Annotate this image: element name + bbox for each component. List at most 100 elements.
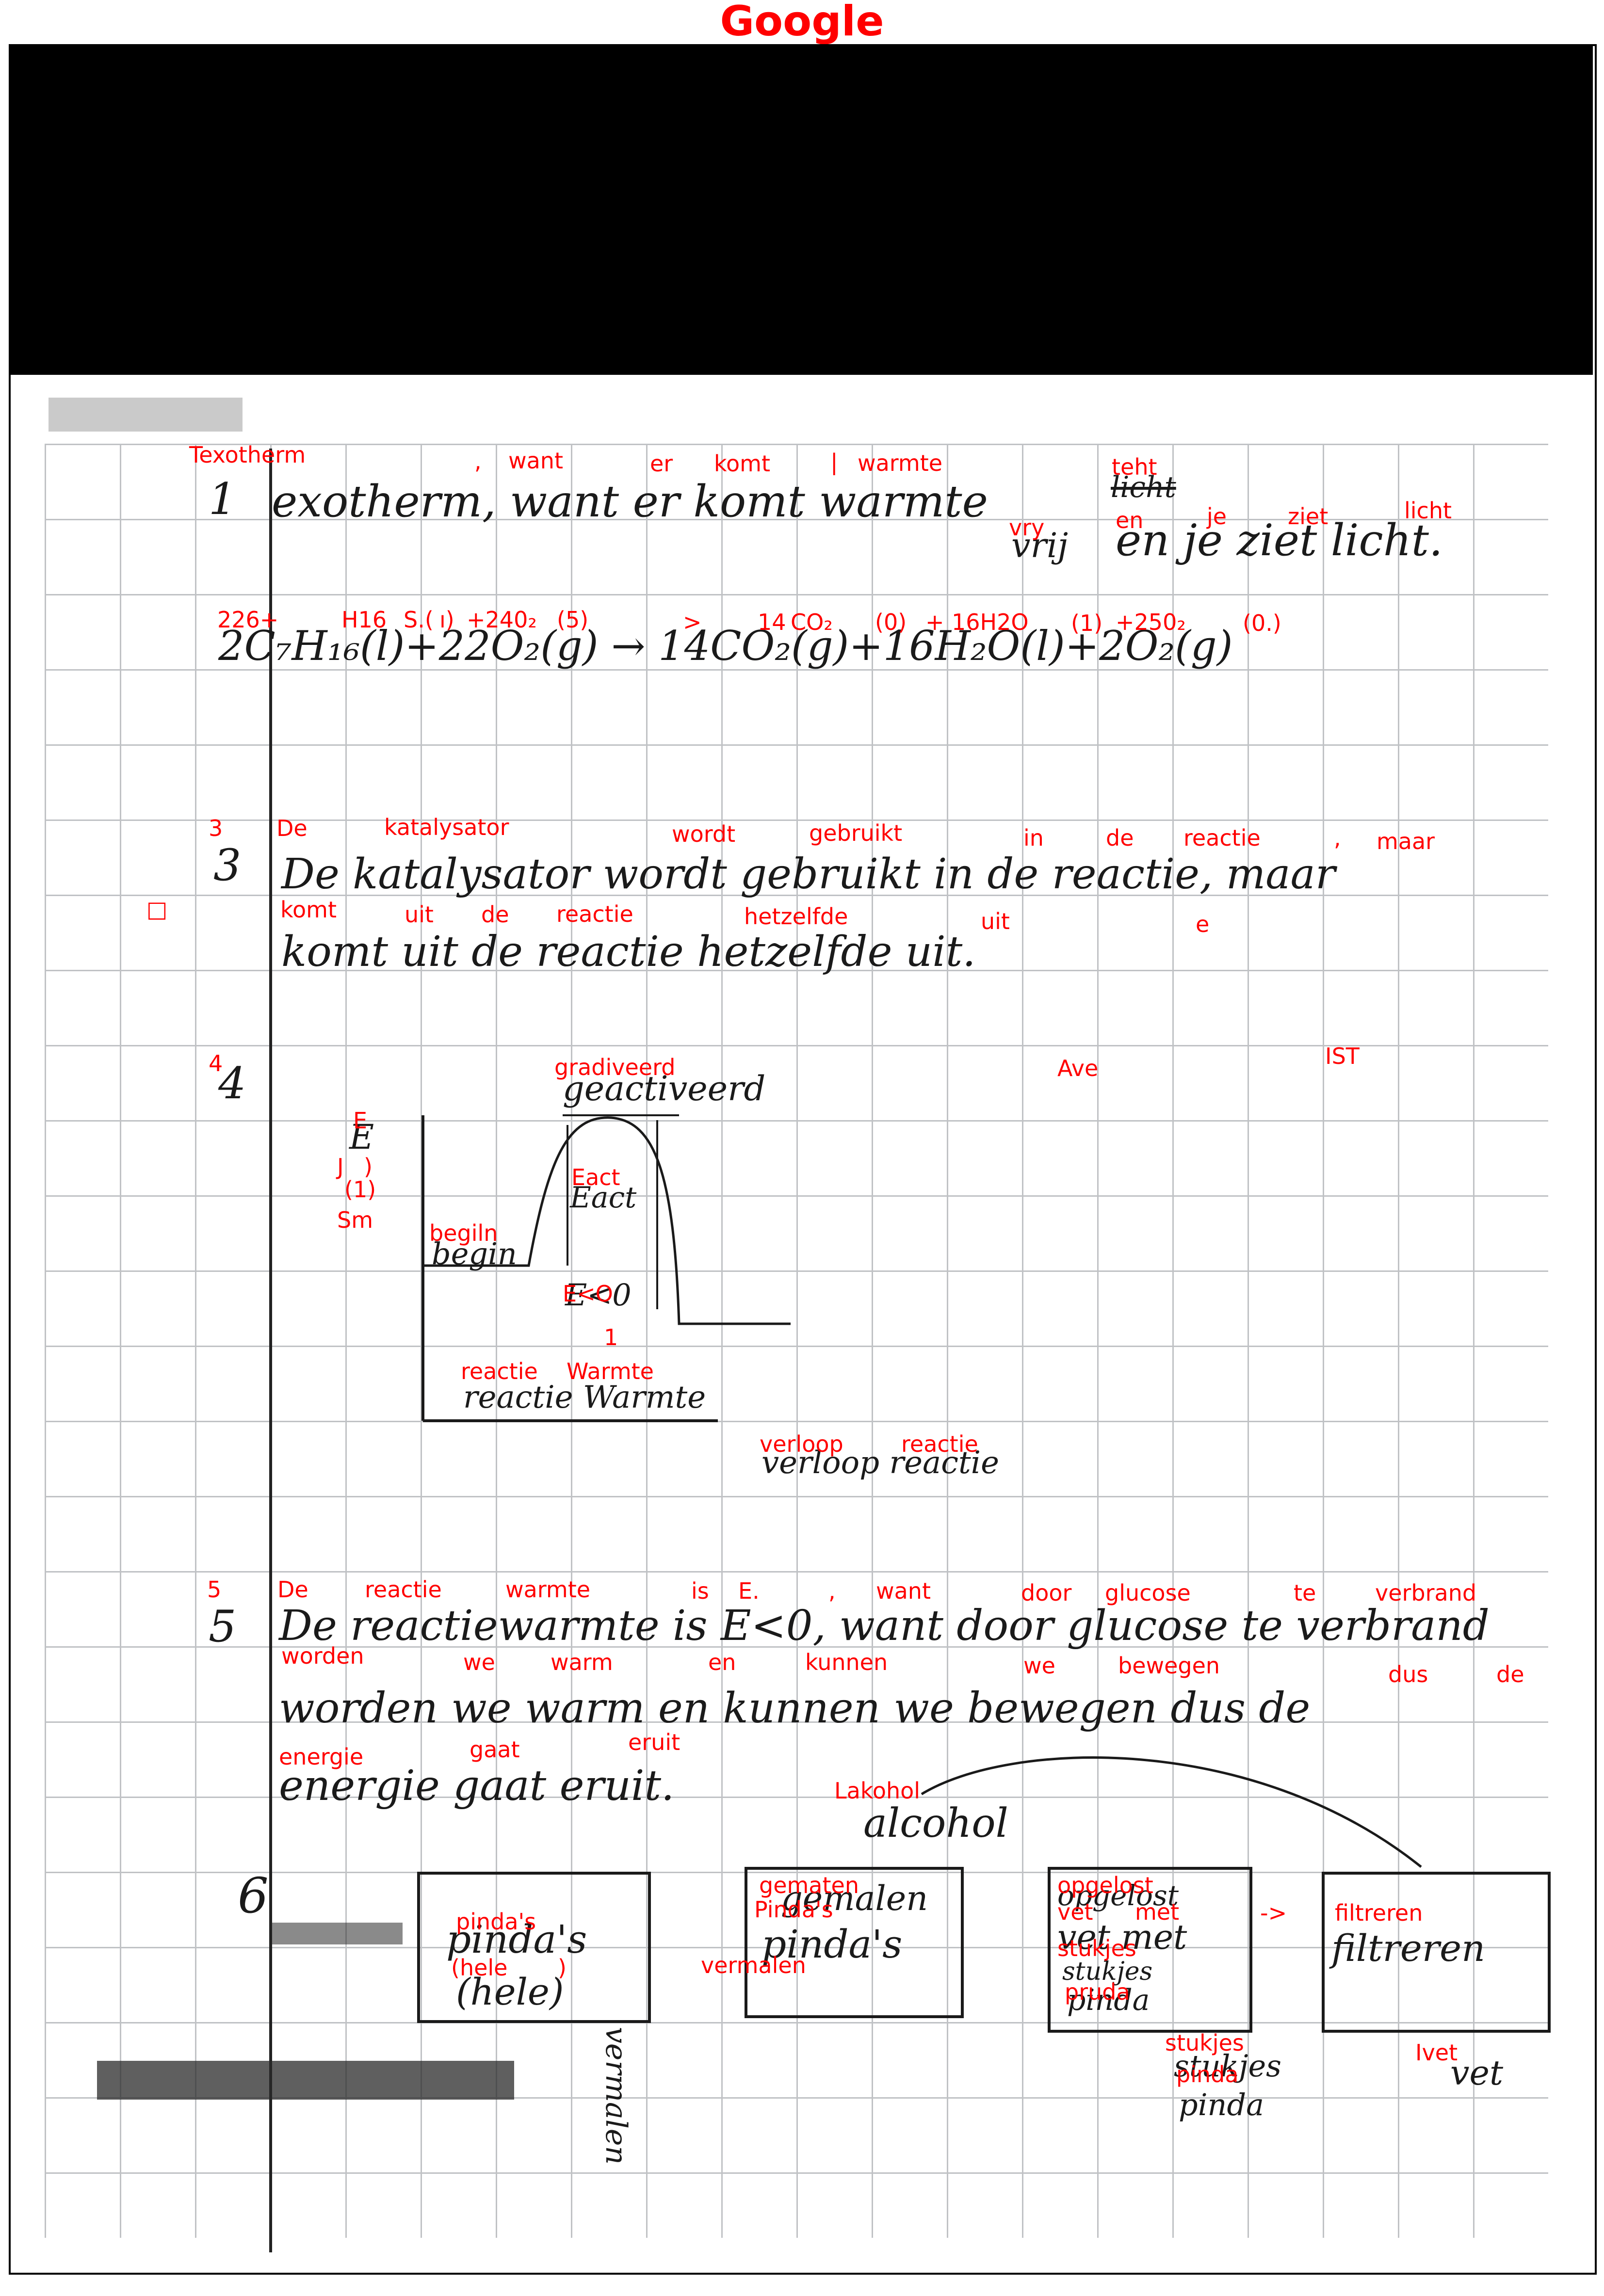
ocr-label: te [1294,1580,1316,1606]
ocr-label: E<O [563,1281,613,1307]
process-box-pindas [417,1872,651,2023]
ocr-label: opgelost [1057,1872,1153,1898]
ocr-label: 16H2O [952,609,1029,635]
handwritten-vrij: vrij [1011,526,1069,565]
ocr-label: ziet [1288,503,1329,530]
ocr-label: Ivet [1415,2039,1458,2066]
handwritten-number-4: 4 [218,1058,246,1109]
ocr-label: 4 [209,1050,223,1076]
ocr-label: is [691,1578,709,1604]
ocr-label: De [277,1576,308,1603]
handwritten-pindas-2: pinda's [761,1922,903,1967]
handwritten-geactiveerd: geactiveerd [563,1069,766,1108]
handwritten-pinda-1: pinda [1067,1983,1150,2017]
ocr-label: bewegen [1118,1653,1220,1679]
ocr-label: Ave [1057,1055,1099,1081]
ocr-label: 1 [604,1324,618,1350]
ocr-label: 3 [209,815,223,841]
ocr-label: de [1106,825,1134,851]
ocr-label: warm [551,1649,613,1675]
ocr-label: IST [1325,1043,1360,1069]
handwritten-number-5: 5 [209,1601,237,1652]
ocr-label: want [876,1578,931,1604]
process-box-gemalen [745,1867,964,2018]
ocr-label: De [276,815,308,841]
ocr-label: want [508,448,564,474]
ocr-label: gematen [759,1872,859,1898]
ocr-label: warmte [505,1576,591,1603]
scribble-crossed-out [97,2061,514,2100]
handwritten-number-3: 3 [213,840,242,891]
handwritten-opgelost: opgelost [1057,1879,1179,1912]
ocr-label: door [1021,1580,1072,1606]
handwritten-line-3a: De katalysator wordt gebruikt in de reac… [281,850,1335,899]
handwritten-gemalen: gemalen [781,1879,928,1918]
energy-curve [423,1116,791,1325]
ocr-label: warmte [858,450,943,476]
ocr-label: ) [558,1955,567,1981]
ocr-label: (1) [1071,610,1103,636]
ocr-label: de [1496,1661,1524,1687]
ocr-label: dus [1388,1661,1428,1687]
ocr-label: eruit [628,1729,680,1755]
handwritten-vet: vet [1450,2053,1504,2093]
ocr-label: (5) [557,607,589,633]
ocr-label: (0) [875,609,907,635]
ocr-label: e [1196,911,1210,937]
ocr-label: je [1207,503,1227,530]
handwritten-line-1: exotherm, want er komt warmte [272,476,988,527]
handwritten-reactie-warmte: reactie Warmte [463,1380,706,1415]
handwritten-number-1: 1 [209,474,237,525]
ocr-label: de [481,901,509,928]
ocr-label: verloop [760,1431,843,1457]
handwritten-alcohol: alcohol [863,1800,1008,1846]
handwritten-equation: 2C₇H₁₆(l)+22O₂(g) → 14CO₂(g)+16H₂O(l)+2O… [218,622,1233,670]
scribble-vandaan [272,1923,403,1944]
handwritten-hele: (hele) [456,1970,564,2013]
ocr-label: 5 [207,1576,222,1603]
ocr-label: Eact [571,1164,620,1190]
page-title: Google [720,0,884,46]
handwritten-eact: Eact [570,1181,637,1215]
ocr-label: , [474,448,482,474]
process-box-opgelost [1048,1867,1252,2033]
handwritten-line-5b: worden we warm en kunnen we bewegen dus … [279,1684,1311,1733]
alcohol-curve [921,1756,1422,1868]
ocr-label: verbrand [1375,1580,1477,1606]
ocr-label: licht [1404,498,1452,524]
ocr-label: , [1334,825,1341,851]
handwritten-stukjes-1: stukjes [1062,1957,1153,1986]
ocr-label: reactie [365,1576,442,1603]
ocr-label: en [1116,507,1144,533]
margin-line [269,449,272,2252]
ocr-label: Lakohol [834,1778,921,1804]
ocr-label: 14 [758,609,786,635]
ocr-label: we [463,1649,495,1675]
ocr-label: vet [1057,1899,1093,1925]
ocr-label: uit [981,908,1010,934]
ocr-label: reactie [1183,825,1261,851]
ocr-label: wordt [672,821,736,847]
ocr-label: S.( [404,607,434,633]
handwritten-pinda-2: pinda [1179,2087,1264,2122]
ocr-label: begiln [429,1220,498,1246]
handwritten-vet-met: vet met [1057,1917,1187,1957]
ocr-label: reactie [461,1358,538,1384]
handwritten-line-3b: komt uit de reactie hetzelfde uit. [281,928,976,976]
handwritten-filtreren: filtreren [1331,1927,1486,1970]
ocr-label: | [830,449,838,475]
ocr-label: stukjes [1165,2030,1244,2056]
handwritten-energy-axis: E [349,1117,374,1157]
ocr-label: worden [281,1643,364,1669]
ocr-label: komt [280,897,337,923]
ocr-label: reactie [556,901,633,927]
ocr-label: Pinda's [754,1896,833,1923]
ocr-label: (0.) [1243,610,1281,636]
ocr-label: energie [279,1744,364,1770]
ocr-label: komt [714,450,770,477]
ocr-label: ı) [439,607,454,633]
ocr-label: E [353,1108,368,1134]
handwritten-e-less-than-zero: E<0 [565,1277,632,1313]
ocr-label: stukjes [1057,1935,1136,1961]
ocr-label: gradiveerd [554,1054,676,1080]
